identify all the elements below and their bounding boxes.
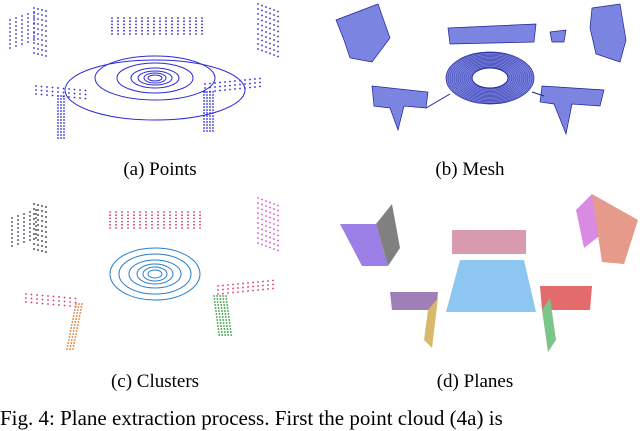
left-box-points: [35, 85, 86, 99]
cluster-left-box-points: [25, 293, 76, 307]
planes-figure: [320, 190, 640, 360]
cluster-left-leg-points: [66, 303, 83, 350]
panel-planes: [320, 190, 640, 360]
left-wall-points-2: [33, 7, 47, 57]
panel-clusters: [0, 190, 320, 360]
mesh-small-patch: [550, 30, 566, 42]
mesh-figure: [320, 0, 640, 150]
clusters-figure: [0, 190, 320, 360]
right-wall-points: [257, 3, 279, 57]
plane-floor: [446, 260, 536, 312]
points-cloud-figure: [0, 0, 320, 140]
panel-mesh: [320, 0, 640, 150]
mesh-back-wall: [448, 24, 536, 44]
mesh-right-box: [540, 86, 604, 134]
caption-planes: (d) Planes: [420, 371, 530, 393]
cluster-right-leg-points: [213, 295, 232, 336]
cluster-left-wall-points-2: [33, 203, 47, 253]
right-leg-points: [203, 91, 214, 132]
cluster-left-wall-points: [11, 209, 37, 247]
cluster-right-wall-points: [257, 197, 279, 251]
plane-back: [452, 230, 526, 254]
figure-caption: Fig. 4: Plane extraction process. First …: [0, 406, 640, 431]
panel-points: [0, 0, 320, 140]
left-leg-points: [57, 95, 65, 140]
caption-clusters: (c) Clusters: [90, 371, 220, 393]
caption-points: (a) Points: [100, 159, 220, 181]
mesh-floor-hole: [472, 68, 508, 88]
mesh-left-wall: [336, 4, 390, 62]
caption-mesh: (b) Mesh: [415, 159, 525, 181]
left-wall-points: [9, 11, 35, 49]
mesh-right-wall: [590, 4, 626, 62]
mesh-left-box: [372, 86, 428, 130]
cluster-floor-rings: [110, 248, 200, 300]
plane-right-front: [592, 194, 638, 264]
back-wall-points: [111, 17, 203, 35]
cluster-back-wall-points: [109, 211, 201, 229]
floor-rings: [65, 56, 245, 120]
mesh-link-left: [426, 94, 450, 108]
right-box-points: [204, 78, 261, 93]
cluster-right-box-points: [217, 280, 274, 295]
